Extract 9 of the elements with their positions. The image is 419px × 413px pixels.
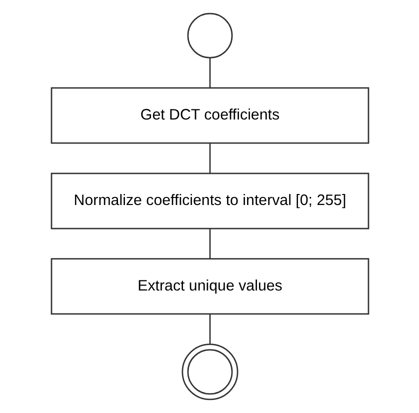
node-box: Normalize coefficients to interval [0; 255]: [50, 172, 369, 230]
node-box: Extract unique values: [50, 258, 369, 315]
node-circle: [186, 12, 232, 58]
node-box: Get DCT coefficients: [50, 87, 369, 144]
connector: [208, 58, 210, 88]
node-circle: [181, 344, 238, 400]
connector: [208, 228, 210, 258]
connector: [208, 314, 210, 344]
connector: [208, 144, 210, 174]
